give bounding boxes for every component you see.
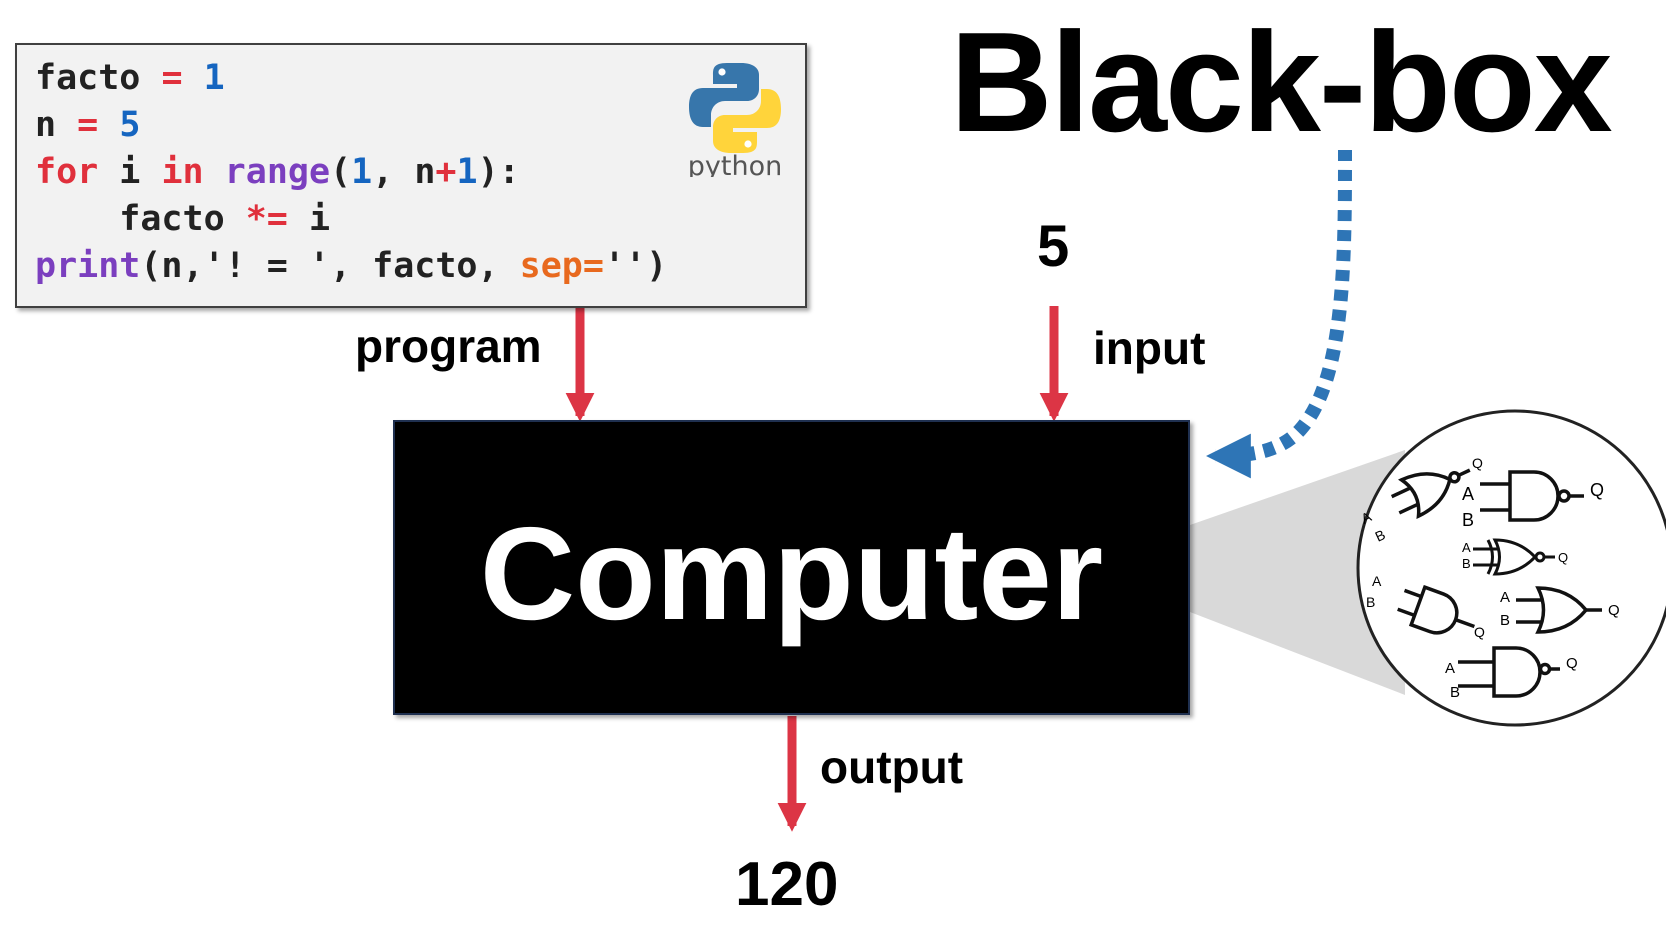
and-gate-icon (1397, 584, 1475, 635)
code-token: range (224, 152, 331, 192)
xnor-gate-icon (1473, 538, 1555, 576)
code-token: sep= (519, 246, 604, 286)
code-token: ( (330, 152, 352, 192)
code-token: 5 (119, 105, 141, 145)
code-token: , n (372, 152, 436, 192)
code-token: *= (245, 199, 288, 239)
code-token (204, 152, 225, 192)
and-gate-pin-q: Q (1474, 624, 1485, 640)
code-token: facto (35, 199, 246, 239)
and-gate-pin-b: B (1366, 594, 1375, 610)
and-gate-pin-a: A (1372, 573, 1382, 589)
nand-gate-pin-q: Q (1590, 480, 1604, 500)
code-token: i (98, 152, 162, 192)
code-token: + (435, 152, 457, 192)
computer-box: Computer (393, 420, 1190, 715)
code-token: = (161, 58, 204, 98)
nand-gate-pin-b: B (1462, 510, 1474, 530)
nand-gate-pin-a: A (1462, 484, 1474, 504)
code-token: i (287, 199, 331, 239)
xnor-gate-pin-b: B (1462, 556, 1471, 571)
nand-gate-2-pin-a: A (1445, 660, 1455, 677)
or-gate-pin-q: Q (1608, 602, 1620, 619)
code-line: facto = 1 (35, 55, 667, 102)
code-token: n (35, 105, 78, 145)
or-gate-icon (1516, 586, 1602, 634)
input-value: 5 (1037, 214, 1070, 279)
computer-label: Computer (479, 500, 1104, 647)
or-gate-pin-b: B (1500, 612, 1510, 629)
nand-gate-icon (1480, 470, 1584, 522)
code-token: facto (35, 58, 162, 98)
python-logo-text: python (688, 151, 782, 177)
nor-gate-icon (1390, 468, 1471, 520)
code-token: 1 (456, 152, 478, 192)
code-line: print(n,'! = ', facto, sep='') (35, 243, 667, 290)
program-label: program (355, 320, 542, 372)
nand-gate-2-pin-q: Q (1566, 655, 1578, 672)
code-token: (n,'! = ', facto, (140, 246, 520, 286)
xnor-gate-pin-q: Q (1558, 550, 1568, 565)
input-label: input (1093, 322, 1206, 374)
code-token: print (35, 246, 141, 286)
nor-gate-pin-q: Q (1472, 455, 1483, 471)
zoom-wedge (1190, 450, 1405, 695)
code-token: 1 (351, 152, 373, 192)
output-value: 120 (735, 850, 839, 919)
code-token: = (77, 105, 120, 145)
code-token: for (35, 152, 99, 192)
nand-gate-icon (1458, 646, 1560, 698)
code-token: ): (477, 152, 520, 192)
code-line: facto *= i (35, 196, 667, 243)
black-box-title: Black-box (950, 3, 1613, 162)
logic-gates-circle: A B Q A B Q A B Q A B Q (1356, 409, 1666, 727)
code-token: '') (603, 246, 668, 286)
code-line: for i in range(1, n+1): (35, 149, 667, 196)
code-token: 1 (203, 58, 225, 98)
black-box-pointer-arrow (1206, 149, 1352, 479)
code-token: in (161, 152, 204, 192)
python-logo-icon: python (688, 63, 782, 177)
xnor-gate-pin-a: A (1462, 540, 1471, 555)
code-line: n = 5 (35, 102, 667, 149)
nand-gate-2-pin-b: B (1450, 684, 1460, 701)
output-label: output (820, 741, 964, 793)
or-gate-pin-a: A (1500, 589, 1510, 606)
